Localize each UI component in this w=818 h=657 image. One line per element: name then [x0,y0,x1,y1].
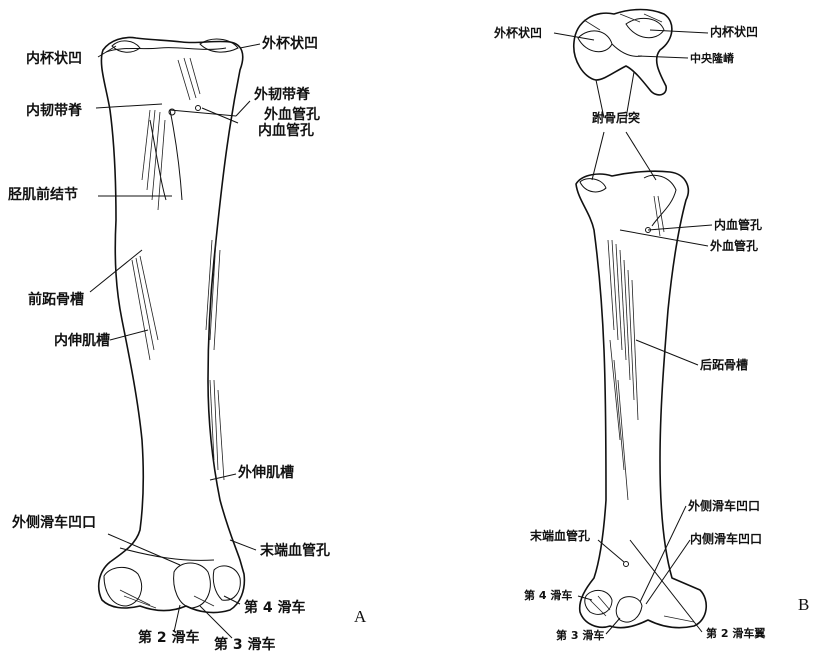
label-a-trochlea-3: 第 3 滑车 [214,638,276,652]
label-b-trochlea-3: 第 3 滑车 [556,630,604,641]
bone-a-illustration [99,38,245,613]
label-a-lateral-cup: 外杯状凹 [262,37,318,51]
label-b-medial-vascular-foramen: 内血管孔 [714,219,762,231]
label-b-lateral-trochlear-notch: 外侧滑车凹口 [688,500,760,512]
label-b-lateral-vascular-foramen: 外血管孔 [710,240,758,252]
bone-b-illustration [574,10,706,628]
bone-b-outline [576,171,706,627]
label-a-medial-ligament-ridge: 内韧带脊 [26,104,82,118]
panel-letter-a: A [354,608,366,625]
label-a-distal-vascular-foramen: 末端血管孔 [260,544,330,558]
label-a-tibialis-tubercle: 胫肌前结节 [8,188,78,202]
label-b-central-ridge: 中央隆嵴 [690,53,734,64]
label-a-medial-vascular-foramen: 内血管孔 [258,124,314,138]
label-a-anterior-groove: 前跖骨槽 [28,293,84,307]
label-a-medial-cup: 内杯状凹 [26,52,82,66]
label-a-lateral-trochlear-notch: 外侧滑车凹口 [12,516,96,530]
label-b-lateral-cup: 外杯状凹 [494,27,542,39]
label-a-lateral-ligament-ridge: 外韧带脊 [254,88,310,102]
label-b-medial-cup: 内杯状凹 [710,26,758,38]
label-b-medial-trochlear-notch: 内侧滑车凹口 [690,533,762,545]
label-b-hypotarsus: 跗骨后突 [592,112,640,124]
label-a-trochlea-2: 第 2 滑车 [138,631,200,645]
label-a-trochlea-4: 第 4 滑车 [244,601,306,615]
label-a-lateral-extensor-groove: 外伸肌槽 [238,466,294,480]
bone-a-outline [99,38,245,613]
panel-letter-b: B [798,596,809,613]
label-b-posterior-groove: 后跖骨槽 [700,359,748,371]
label-b-trochlea-4: 第 4 滑车 [524,590,572,601]
label-b-trochlea-2-wing: 第 2 滑车翼 [706,628,765,639]
label-a-medial-extensor-groove: 内伸肌槽 [54,334,110,348]
label-b-distal-vascular-foramen: 末端血管孔 [530,530,590,542]
label-a-lateral-vascular-foramen: 外血管孔 [264,108,320,122]
